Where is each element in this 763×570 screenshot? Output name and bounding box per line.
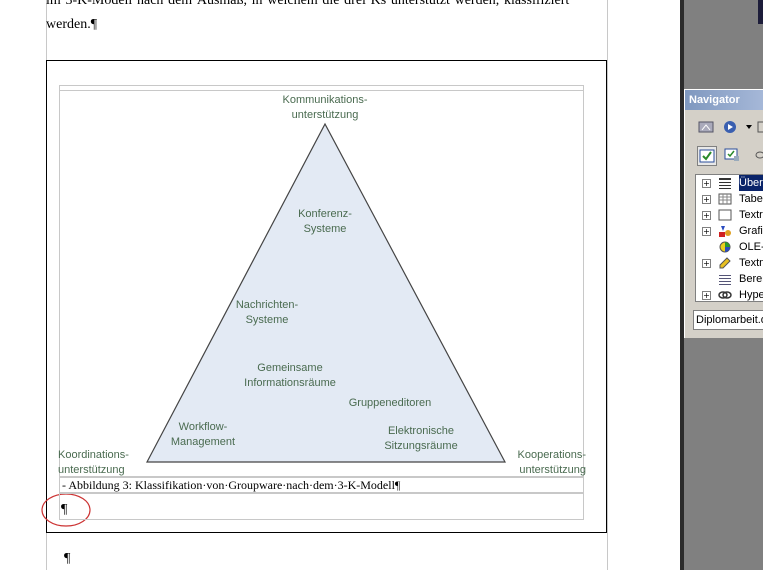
navigator-tree[interactable]: + Übersc + Tabel + Textr + Grafik OLE-O … (695, 174, 763, 302)
table-icon (718, 193, 732, 205)
empty-paragraph-box[interactable] (59, 493, 584, 520)
content-view-icon[interactable] (697, 146, 717, 166)
navigator-title[interactable]: Navigator (685, 90, 763, 110)
figure-border-line (59, 90, 584, 91)
paragraph-mark[interactable]: ¶ (61, 502, 68, 517)
dropdown-icon[interactable] (740, 118, 758, 136)
bookmark-icon (719, 257, 731, 269)
tree-item-label[interactable]: Grafik (739, 225, 763, 237)
tree-item-label[interactable]: Textr (739, 209, 763, 221)
caption-box[interactable] (59, 477, 584, 493)
tree-item-label[interactable]: Bereic (739, 273, 763, 285)
tree-item-label[interactable]: OLE-O (739, 241, 763, 253)
label-nachrichten: Nachrichten-Systeme (235, 299, 299, 326)
body-text-line[interactable]: werden.¶ (46, 17, 98, 32)
label-kommunikation: Kommunikations-unterstützung (282, 94, 368, 121)
expand-icon[interactable]: + (702, 227, 711, 236)
annotation-circle (41, 493, 91, 527)
tree-item-label[interactable]: Übersc (739, 175, 763, 191)
label-konferenz: Konferenz-Systeme (298, 208, 352, 235)
tree-item-sections[interactable]: Bereic (696, 271, 763, 287)
label-koordination: Koordinations-unterstützung (58, 449, 129, 476)
navigator-panel[interactable]: Navigator + Übersc + Tabel + Textr (684, 89, 763, 338)
tree-item-headings[interactable]: + Übersc (696, 175, 763, 191)
ole-object-icon (719, 241, 731, 253)
workspace-divider (680, 0, 684, 570)
label-workflow: Workflow-Management (170, 421, 236, 448)
document-selector[interactable]: Diplomarbeit.o (693, 310, 763, 330)
body-text-line[interactable]: im·3-K-Modell·nach·dem·Ausmaß,·in·welche… (46, 0, 570, 8)
text-frame-icon (718, 209, 732, 221)
heading-icon (719, 178, 731, 189)
graphics-icon (719, 226, 731, 237)
navigation-icon[interactable] (697, 118, 715, 136)
tree-item-label[interactable]: Hyper (739, 289, 763, 301)
tree-item-graphics[interactable]: + Grafik (696, 223, 763, 239)
page-margin-right (607, 0, 608, 570)
window-edge (758, 0, 763, 24)
tree-item-bookmarks[interactable]: + Textm (696, 255, 763, 271)
tree-item-label[interactable]: Tabel (739, 193, 763, 205)
expand-icon[interactable]: + (702, 291, 711, 300)
tree-item-label[interactable]: Textm (739, 257, 763, 269)
paragraph-mark[interactable]: ¶ (64, 551, 71, 566)
tree-item-hyperlinks[interactable]: + Hyper (696, 287, 763, 301)
drag-mode-icon[interactable] (723, 146, 741, 164)
figure-caption[interactable]: - Abbildung 3: Klassifikation·von·Groupw… (62, 478, 401, 492)
expand-icon[interactable]: + (702, 211, 711, 220)
expand-icon[interactable]: + (702, 259, 711, 268)
label-gruppeneditoren: Gruppeneditoren (348, 397, 432, 409)
link-icon[interactable] (751, 146, 763, 164)
page-background-right (608, 0, 680, 570)
tree-item-ole-objects[interactable]: OLE-O (696, 239, 763, 255)
play-icon[interactable] (721, 118, 739, 136)
toggle-icon[interactable] (753, 118, 763, 136)
tree-item-tables[interactable]: + Tabel (696, 191, 763, 207)
hyperlink-icon (718, 291, 732, 299)
tree-item-text-frames[interactable]: + Textr (696, 207, 763, 223)
label-kooperation: Kooperations-unterstützung (517, 449, 587, 476)
expand-icon[interactable]: + (702, 195, 711, 204)
expand-icon[interactable]: + (702, 179, 711, 188)
triangle-shape (146, 122, 506, 463)
figure-image-box[interactable] (59, 85, 584, 477)
section-icon (719, 275, 731, 285)
